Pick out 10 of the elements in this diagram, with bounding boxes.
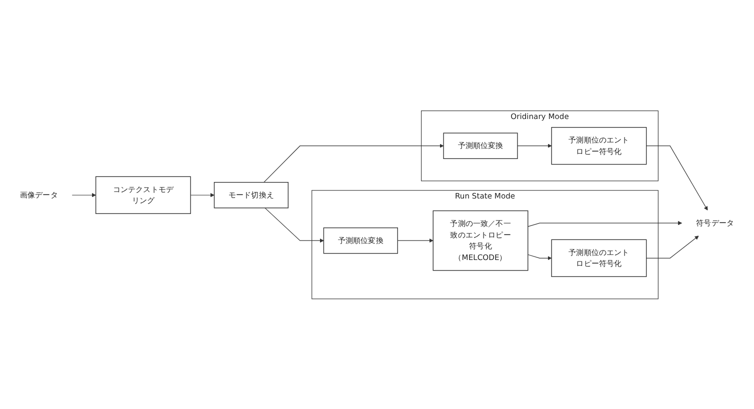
arrow (517, 143, 552, 148)
arrow (528, 220, 682, 227)
arrow (264, 143, 444, 182)
arrow (72, 192, 96, 197)
arrow (646, 235, 699, 258)
arrow (190, 192, 214, 197)
arrow (528, 254, 552, 260)
arrow (646, 145, 708, 210)
arrow (264, 207, 324, 242)
arrow (397, 238, 434, 242)
